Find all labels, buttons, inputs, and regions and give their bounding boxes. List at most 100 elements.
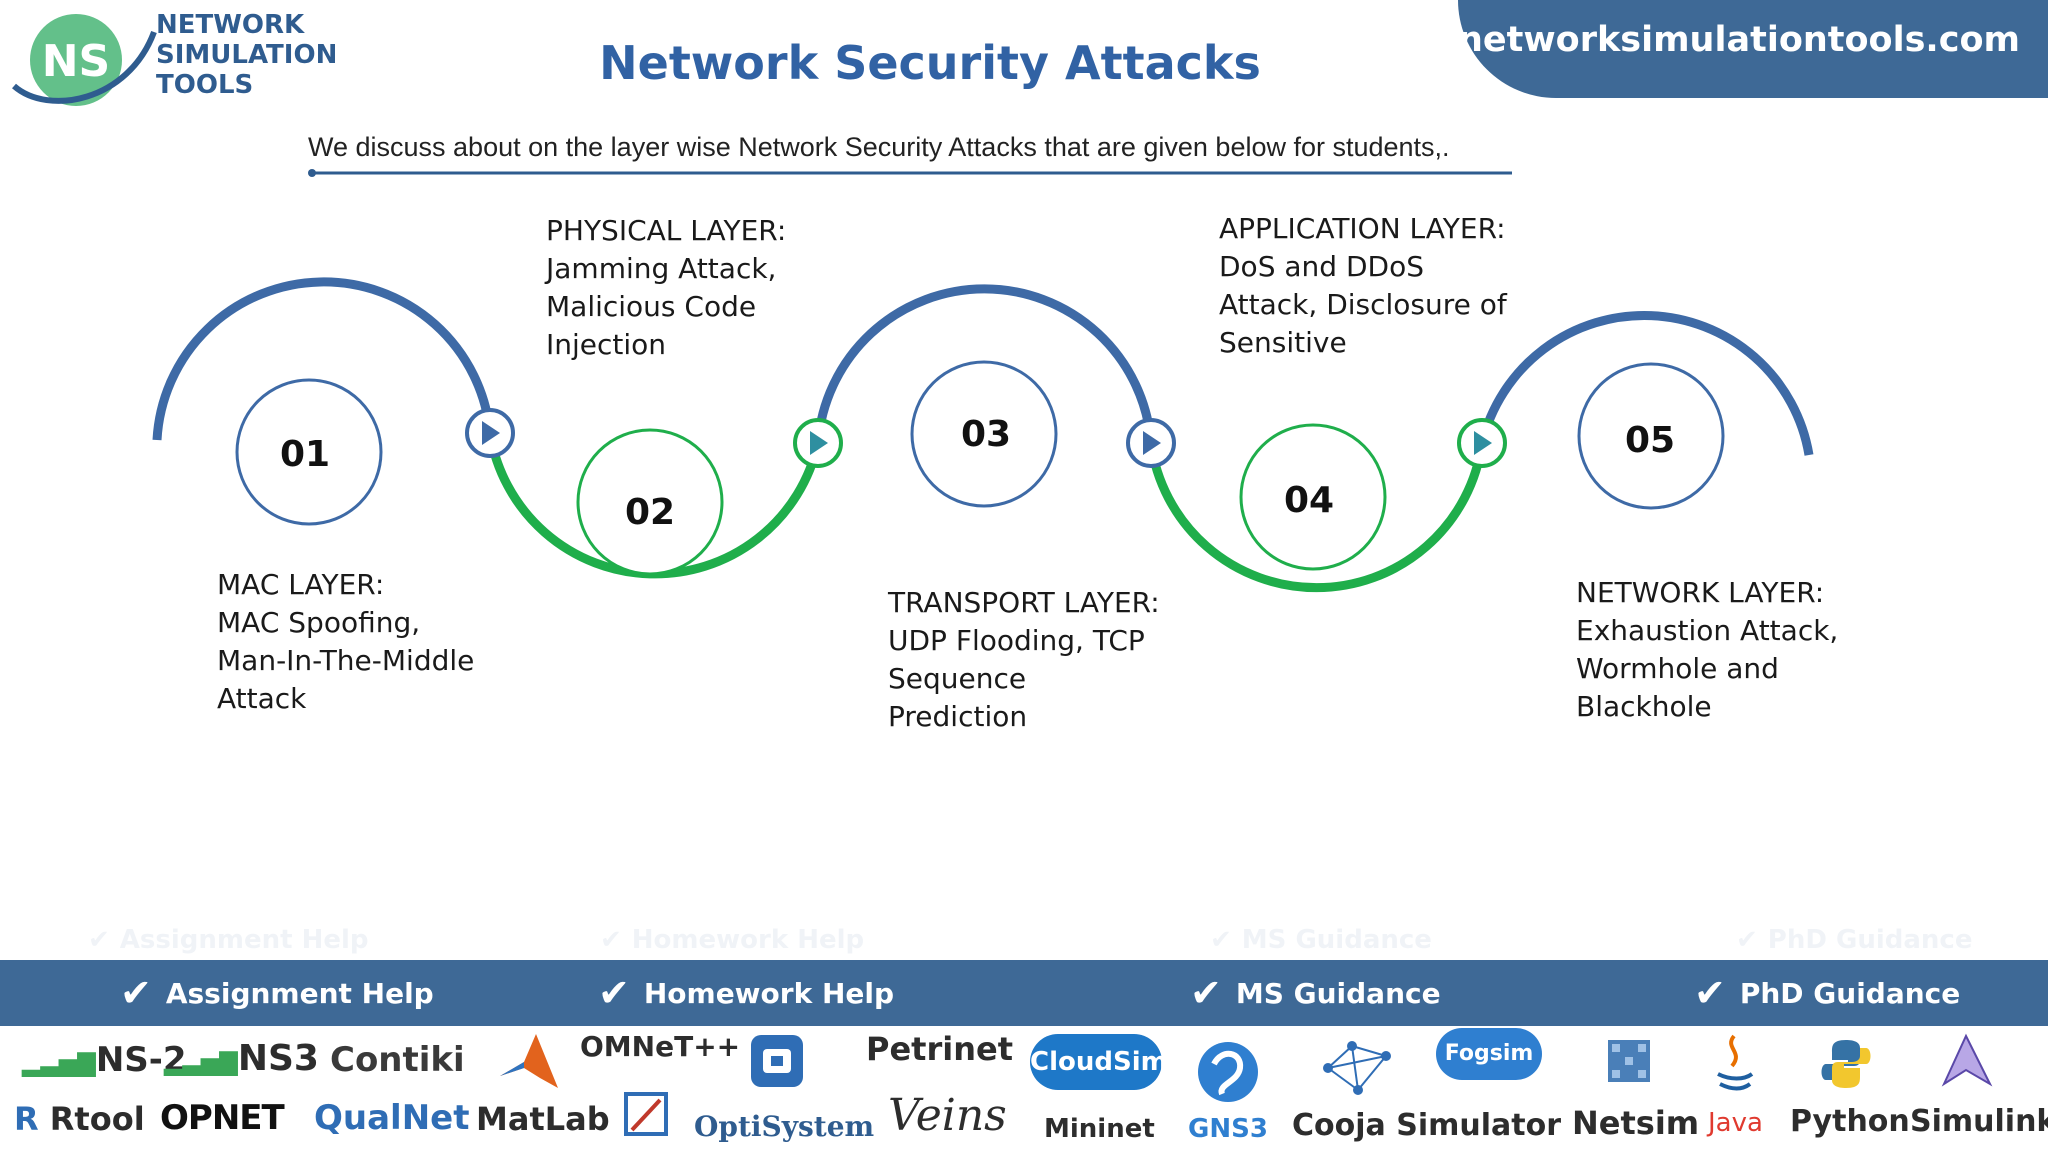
step-line: Blackhole [1576,690,1712,723]
brand-line: NETWORK [156,10,305,40]
check-icon: ✔ [1694,971,1726,1015]
step-number-03: 03 [961,414,1011,455]
step-circle-02 [576,428,724,576]
arc-01 [152,277,495,441]
matlab-icon [500,1034,558,1088]
banner-item-ms-guidance[interactable]: ✔ MS Guidance [1190,968,1441,1018]
play-icon [1126,418,1176,468]
step-line: DoS and DDoS [1219,250,1424,283]
arc-03 [813,284,1156,444]
netsim-icon [1608,1040,1650,1082]
step-label-04: APPLICATION LAYER: DoS and DDoS Attack, … [1219,210,1507,362]
tool-netsim: Netsim [1572,1104,1700,1142]
step-line: Sensitive [1219,326,1347,359]
banner-reflection: ✔MS Guidance [1210,925,1432,955]
check-icon: ✔ [598,971,630,1015]
step-circle-05 [1577,362,1725,510]
brand-line: SIMULATION [156,40,338,70]
check-icon: ✔ [1190,971,1222,1015]
step-circle-01 [235,378,383,526]
website-tab [1458,0,2048,98]
banner-item-phd-guidance[interactable]: ✔ PhD Guidance [1694,968,1960,1018]
banner-item-label: PhD Guidance [1739,976,1961,1010]
check-icon: ✔ [1210,925,1232,955]
tool-cloudsim: CloudSim [1030,1034,1168,1090]
tool-ns2: ▂▃▅▇NS-2 [22,1040,187,1080]
step-line: Man-In-The-Middle [217,644,475,677]
step-label-02: PHYSICAL LAYER: Jamming Attack, Maliciou… [546,212,786,364]
step-layer-title: MAC LAYER: [217,568,385,601]
banner-item-label: Assignment Help [165,976,434,1010]
website-link[interactable]: networksimulationtools.com [1457,20,2020,60]
tool-veins: Veins [888,1090,1007,1141]
tool-python: Python [1790,1104,1910,1139]
optisystem-icon [751,1035,803,1087]
tool-fogsim: Fogsim [1436,1028,1542,1080]
step-number-01: 01 [280,434,330,475]
intro-underline [308,169,1512,177]
step-line: Jamming Attack, [546,252,777,285]
step-line: UDP Flooding, TCP [888,624,1145,657]
step-line: Attack, Disclosure of [1219,288,1507,321]
step-number-05: 05 [1625,420,1675,461]
tool-petrinet: Petrinet [866,1030,1013,1068]
tool-ns3: ▂▃▅▇NS3 [164,1038,319,1079]
tool-java: Java [1708,1108,1763,1138]
veins-icon [624,1092,668,1136]
step-line: Injection [546,328,667,361]
step-number-04: 04 [1284,480,1334,521]
step-line: MAC Spoofing, [217,606,421,639]
check-icon: ✔ [88,925,110,955]
check-icon: ✔ [1736,925,1758,955]
step-line: Sequence [888,662,1027,695]
banner-item-homework-help[interactable]: ✔ Homework Help [598,968,894,1018]
play-icon [465,408,515,458]
step-number-02: 02 [625,492,675,533]
brand-line: TOOLS [156,70,254,100]
step-label-01: MAC LAYER: MAC Spoofing, Man-In-The-Midd… [217,566,474,718]
cooja-network-icon [1323,1041,1391,1095]
step-label-03: TRANSPORT LAYER: UDP Flooding, TCP Seque… [888,584,1160,736]
step-line: Exhaustion Attack, [1576,614,1839,647]
tool-omnetpp: OMNeT++ [580,1030,741,1063]
arc-05 [1477,310,1814,456]
play-icon [1457,418,1507,468]
step-circle-04 [1239,423,1387,571]
step-label-05: NETWORK LAYER: Exhaustion Attack, Wormho… [1576,574,1838,726]
step-circles: 01 02 03 04 05 [235,360,1725,576]
play-icon [793,418,843,468]
step-layer-title: PHYSICAL LAYER: [546,214,787,247]
tool-matlab: MatLab [476,1100,610,1138]
r-logo-icon: R [14,1100,39,1138]
brand-name: NETWORK SIMULATION TOOLS [156,10,337,100]
banner-reflection: ✔PhD Guidance [1736,925,1973,955]
step-line: Prediction [888,700,1028,733]
check-icon: ✔ [600,925,622,955]
banner-item-assignment-help[interactable]: ✔ Assignment Help [120,968,434,1018]
tool-contiki: Contiki [330,1040,465,1080]
signal-bars-icon: ▂▃▅▇ [164,1048,238,1076]
tool-simulink: Simulink [1910,1104,2048,1139]
step-circle-03 [910,360,1058,508]
banner-item-label: MS Guidance [1235,976,1441,1010]
step-layer-title: NETWORK LAYER: [1576,576,1825,609]
tool-cooja-simulator: Cooja Simulator [1292,1108,1561,1143]
tools-logo-strip: ▂▃▅▇NS-2 ▂▃▅▇NS3 Contiki OMNeT++ Petrine… [0,1028,2048,1152]
signal-bars-icon: ▂▃▅▇ [22,1049,96,1077]
step-line: Attack [217,682,307,715]
tool-mininet: Mininet [1044,1114,1155,1144]
tool-rtool: R Rtool [14,1100,145,1138]
step-line: Malicious Code [546,290,757,323]
connector-arrows [465,408,1507,468]
step-layer-title: TRANSPORT LAYER: [888,586,1160,619]
arc-04 [1146,442,1487,593]
gns3-icon [1198,1042,1258,1102]
tool-optisystem: OptiSystem [694,1110,875,1143]
java-icon [1717,1034,1754,1091]
banner-reflection: ✔Assignment Help [88,925,369,955]
step-line: Wormhole and [1576,652,1779,685]
page-title: Network Security Attacks [599,36,1261,90]
banner-item-label: Homework Help [643,976,895,1010]
step-layer-title: APPLICATION LAYER: [1219,212,1506,245]
tool-opnet: OPNET [160,1098,285,1138]
